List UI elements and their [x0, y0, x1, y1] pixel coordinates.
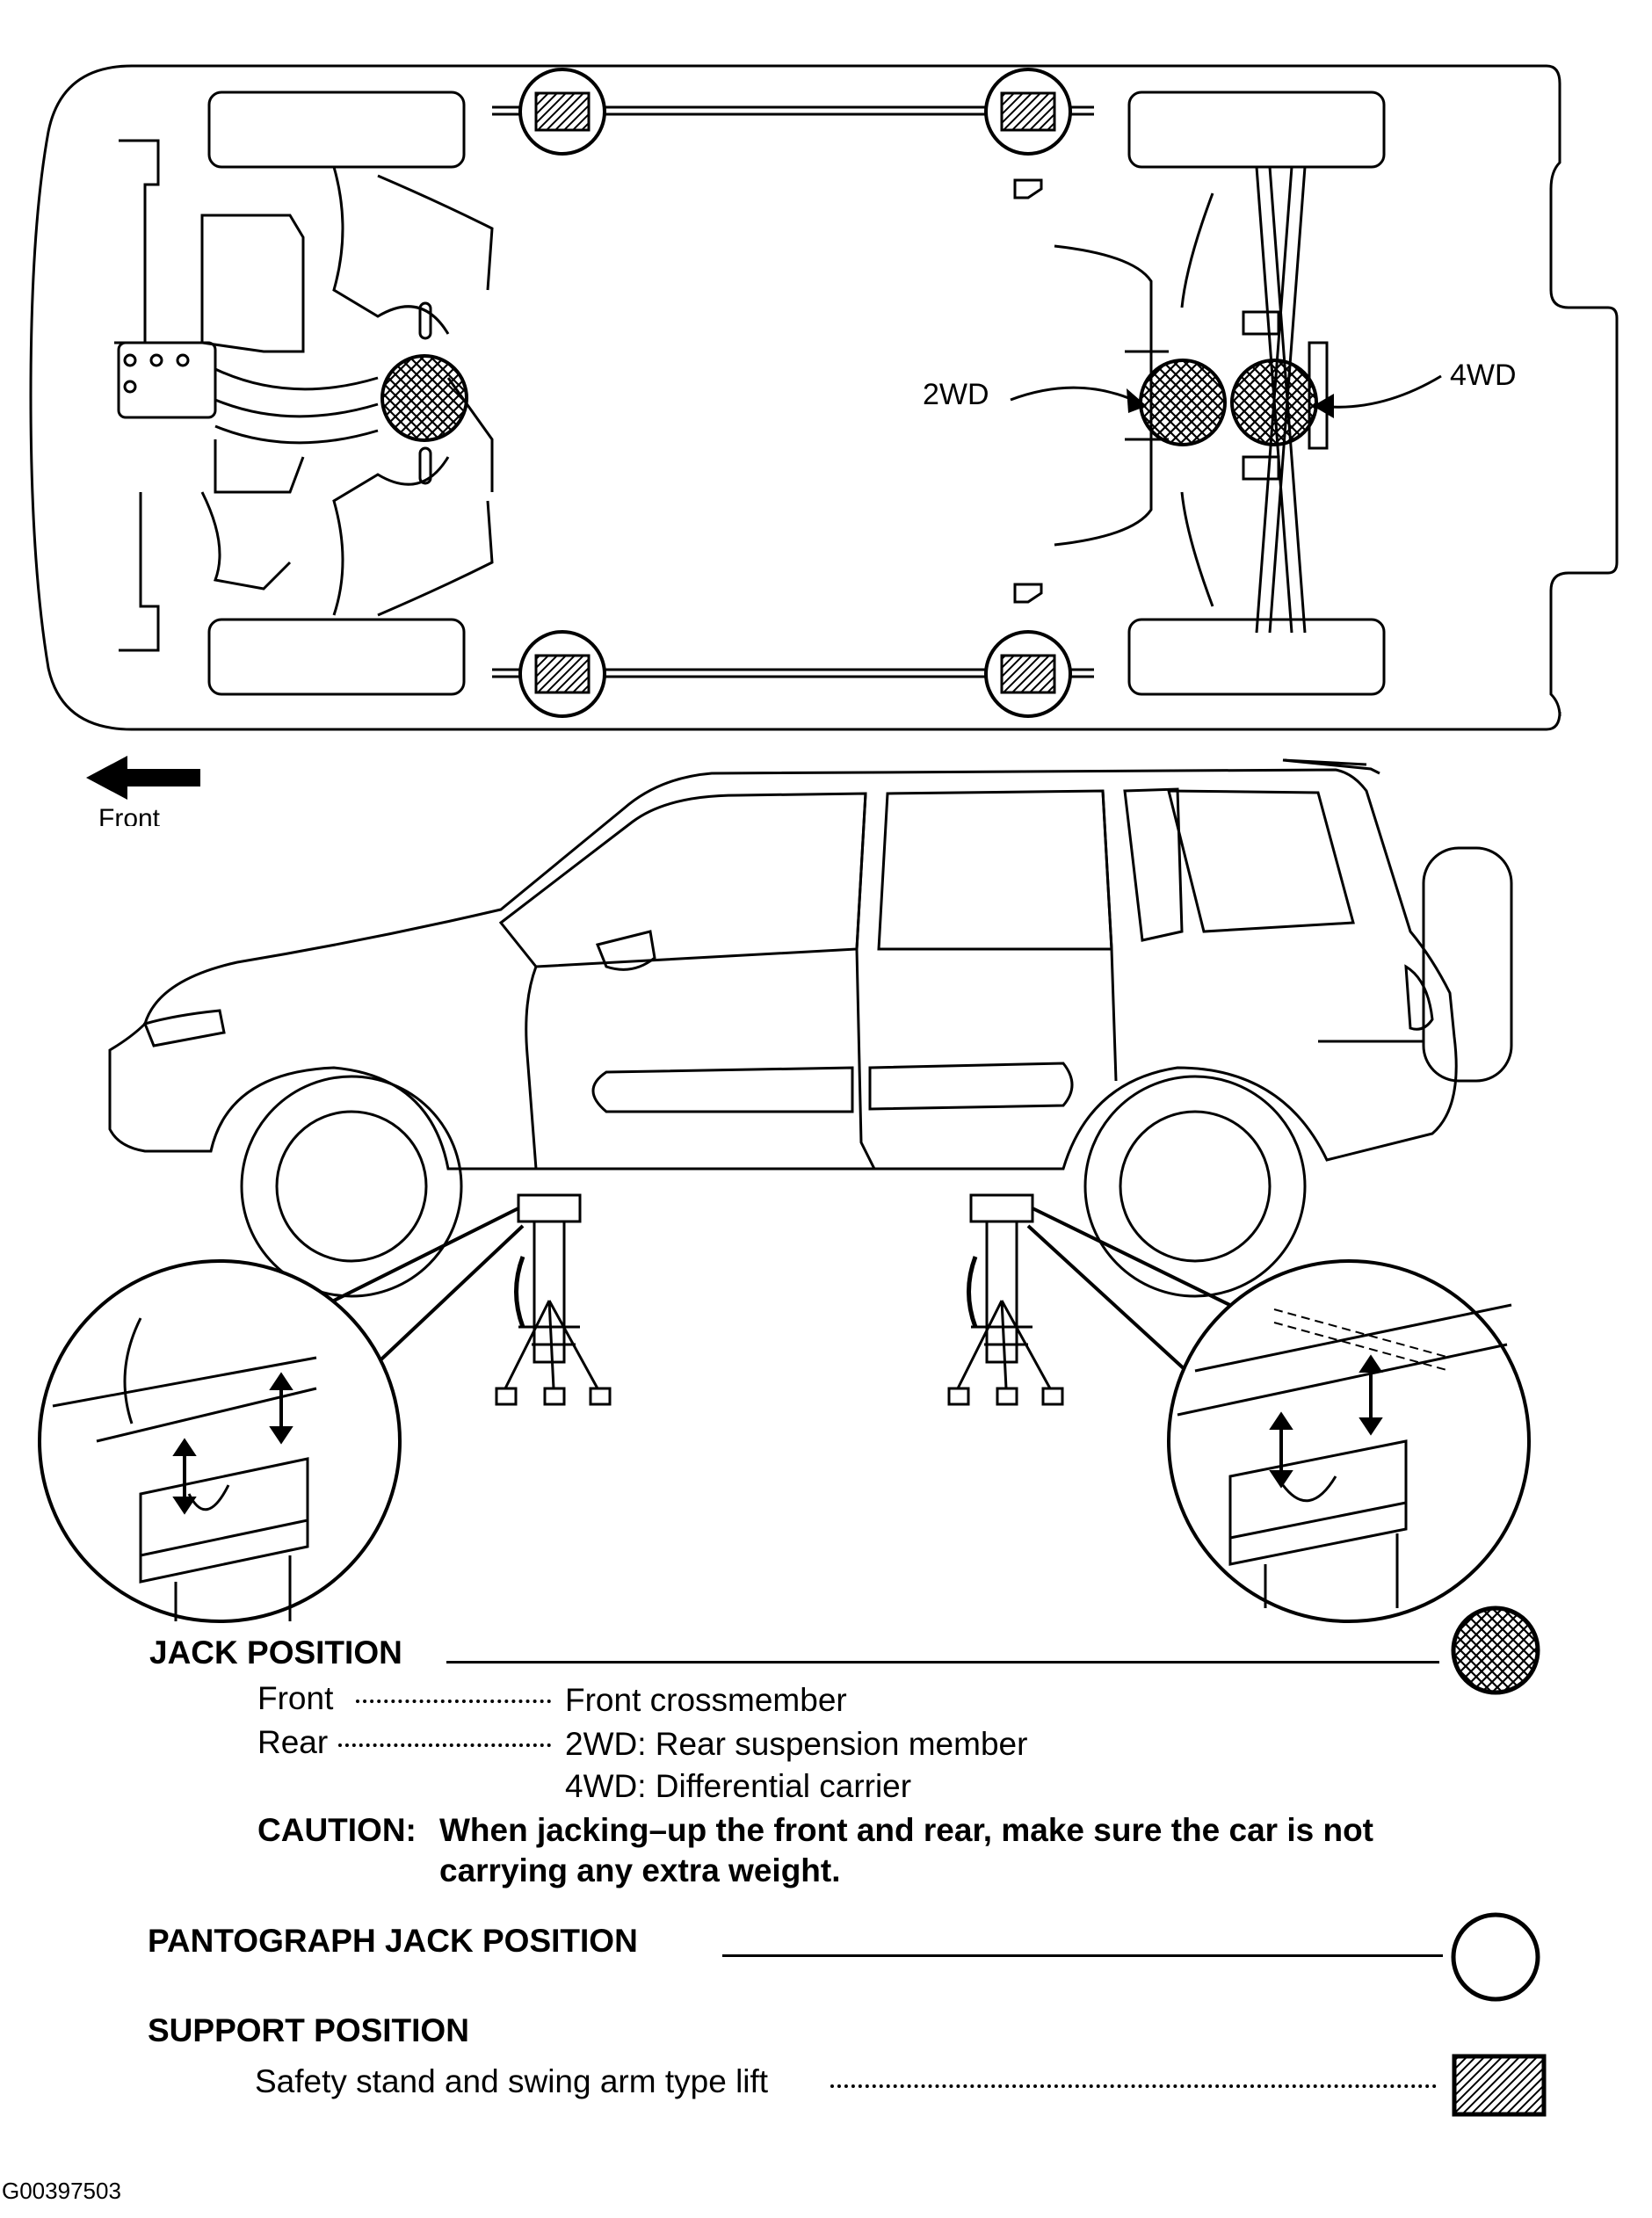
support-position-item: Safety stand and swing arm type lift: [255, 2063, 769, 2099]
vehicle-body-outline: [108, 768, 1458, 1171]
jack-row-rear-value: 2WD: Rear suspension member: [565, 1726, 1028, 1762]
detail-rear: [1026, 1207, 1531, 1623]
jack-row-front-value: Front crossmember: [565, 1682, 847, 1718]
safety-stand-front: [495, 1193, 612, 1406]
window-rear: [1123, 787, 1184, 942]
jack-row-rear-label: Rear: [257, 1724, 329, 1760]
window-middle: [877, 789, 1113, 951]
pantograph-position-title: PANTOGRAPH JACK POSITION: [148, 1923, 638, 1959]
jack-point-rear-4wd: [1230, 359, 1318, 446]
side-view: [108, 758, 1513, 1298]
detail-front: [38, 1207, 525, 1623]
jack-row-rear-4wd-value: 4WD: Differential carrier: [565, 1768, 912, 1804]
underbody-view: [29, 64, 1619, 731]
jack-point-rear-2wd: [1139, 359, 1227, 446]
jack-point-front-crossmember: [380, 354, 468, 442]
front-wheel: [240, 1075, 463, 1298]
front-direction-label: Front: [98, 807, 161, 826]
jack-row-front-label: Front: [257, 1680, 334, 1716]
safety-stand-rear: [947, 1193, 1064, 1406]
caution-text-line1: When jacking–up the front and rear, make…: [439, 1812, 1373, 1848]
support-position-leader: [830, 2084, 1437, 2088]
support-position-title: SUPPORT POSITION: [148, 2012, 469, 2048]
jack-position-symbol: [1451, 1606, 1540, 1695]
jack-position-title: JACK POSITION: [149, 1635, 402, 1671]
support-position-symbol: [1452, 2054, 1547, 2117]
callout-2wd: 2WD: [923, 378, 989, 411]
pantograph-position-leader: [722, 1954, 1443, 1957]
support-points: [534, 91, 1056, 694]
underbody-outline: [29, 64, 1619, 731]
window-front: [498, 792, 867, 968]
caution-label: CAUTION:: [257, 1812, 417, 1848]
callout-4wd: 4WD: [1450, 359, 1517, 392]
wheel-front-right: [207, 618, 466, 696]
wheel-front-left: [207, 91, 466, 169]
jack-points: [380, 354, 1318, 446]
window-quarter: [1167, 789, 1355, 933]
wheel-rear-left: [1127, 91, 1386, 169]
pantograph-position-symbol: [1451, 1912, 1540, 2002]
arrow-left-icon: [86, 756, 200, 800]
jack-position-leader: [446, 1661, 1439, 1664]
figure-id: G00397503: [2, 2178, 121, 2204]
rear-wheel: [1083, 1075, 1307, 1298]
caution-text-line2: carrying any extra weight.: [439, 1852, 841, 1888]
